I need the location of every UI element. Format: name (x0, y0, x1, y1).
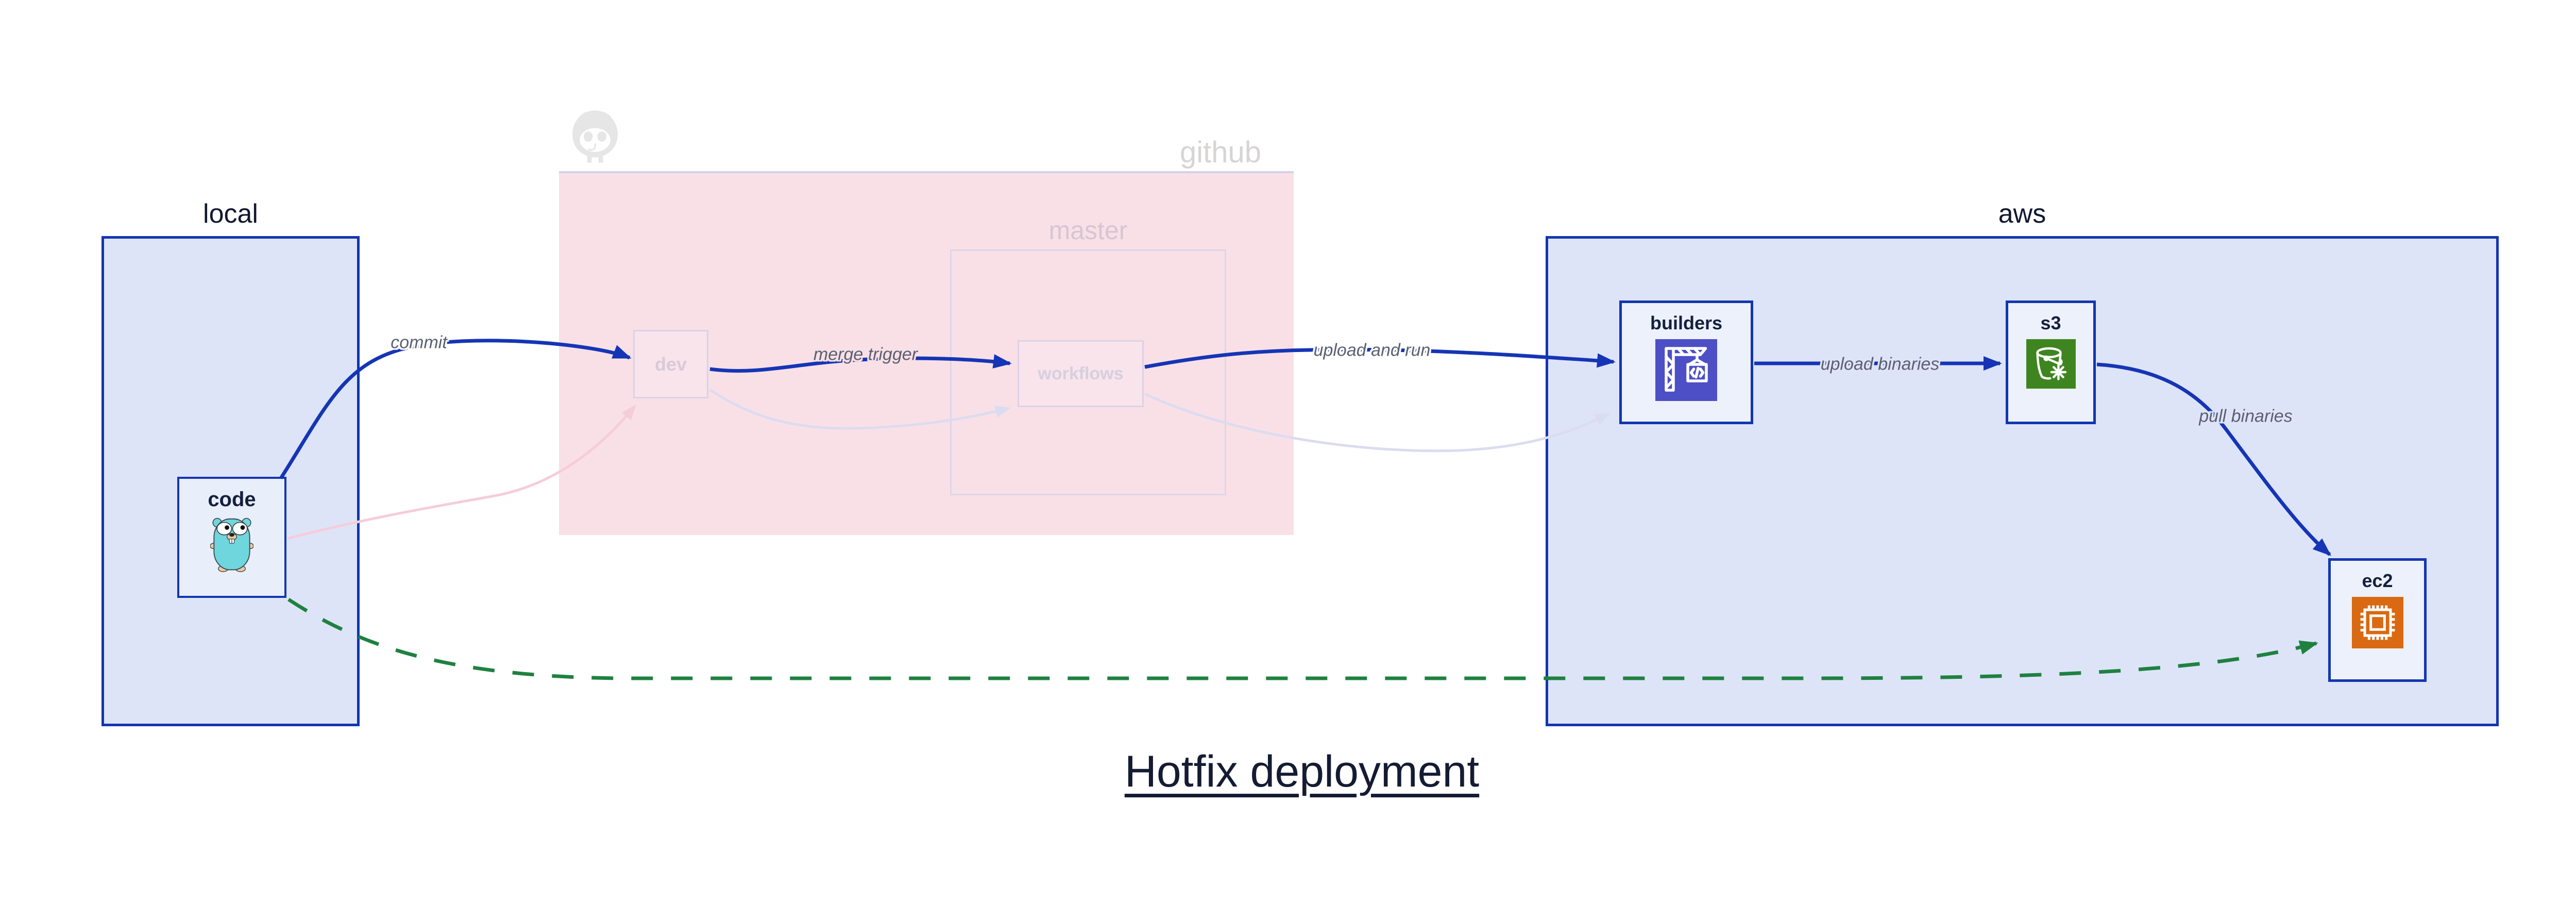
node-dev: dev (633, 330, 708, 398)
local-cluster-title: local (203, 199, 258, 229)
node-workflows: workflows (1018, 340, 1144, 407)
node-code: code (177, 477, 286, 598)
diagram-title: Hotfix deployment (1124, 747, 1480, 796)
github-cluster-title: github (1180, 136, 1262, 169)
node-ec2: ec2 (2328, 558, 2427, 682)
go-gopher-icon (210, 514, 253, 572)
aws-ec2-icon (2351, 597, 2403, 648)
node-dev-label: dev (654, 353, 687, 375)
node-workflows-label: workflows (1038, 363, 1124, 383)
edge-label-upload-binaries: upload binaries (1820, 354, 1940, 374)
node-ec2-label: ec2 (2362, 570, 2393, 591)
edge-label-pull-binaries: pull binaries (2199, 406, 2293, 426)
node-s3-label: s3 (2040, 312, 2061, 333)
aws-s3-glacier-icon (2026, 339, 2076, 389)
aws-codebuild-icon (1655, 339, 1717, 401)
github-octocat-icon (567, 108, 623, 165)
node-builders: builders (1619, 300, 1753, 424)
master-cluster-title: master (1048, 216, 1128, 245)
node-s3: s3 (2006, 300, 2096, 424)
node-builders-label: builders (1650, 312, 1723, 333)
aws-cluster-title: aws (1998, 199, 2046, 229)
edge-label-merge-trigger: merge trigger (813, 344, 918, 364)
node-code-label: code (208, 488, 256, 511)
edge-label-commit: commit (391, 332, 447, 353)
edge-label-upload-and-run: upload and run (1313, 340, 1431, 360)
